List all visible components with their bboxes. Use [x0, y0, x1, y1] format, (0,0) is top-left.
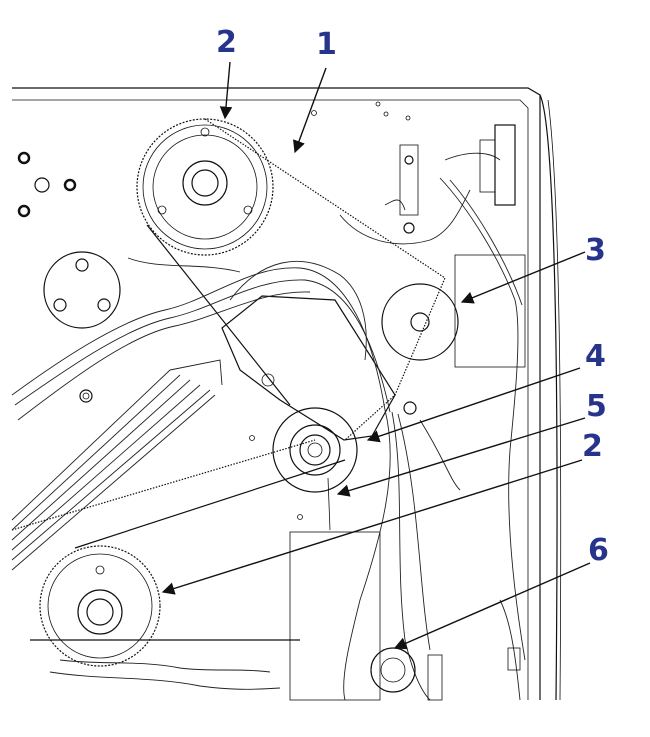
- leader-2-bottom: [161, 459, 583, 595]
- ribbon-cable: [11, 359, 223, 571]
- callout-1: 1: [316, 27, 337, 62]
- leader-6: [393, 562, 591, 650]
- callout-4: 4: [585, 339, 606, 374]
- tension-pulley: [272, 407, 358, 531]
- lower-drive-gear: [30, 545, 300, 667]
- lower-drive-belt: [11, 439, 346, 549]
- wire-harness: [11, 152, 526, 701]
- fastener-holes: [17, 101, 411, 520]
- rear-connector: [399, 124, 516, 234]
- leader-1: [293, 67, 327, 154]
- callout-2-bottom: 2: [582, 429, 603, 464]
- upper-drive-belt: [146, 118, 446, 441]
- callout-leaders: [161, 61, 591, 650]
- callout-3: 3: [585, 233, 606, 268]
- callout-2-top: 2: [216, 25, 237, 60]
- leader-5: [336, 417, 586, 497]
- sensor-switch: [370, 647, 521, 701]
- callout-5: 5: [586, 389, 607, 424]
- stepper-motor: [381, 283, 459, 361]
- chassis-frame: [12, 87, 562, 701]
- callout-6: 6: [588, 533, 609, 568]
- leader-2-top: [219, 61, 233, 120]
- leader-4: [366, 367, 581, 443]
- three-hole-hub: [43, 251, 121, 329]
- leader-3: [460, 251, 586, 304]
- upper-drive-gear: [136, 118, 274, 256]
